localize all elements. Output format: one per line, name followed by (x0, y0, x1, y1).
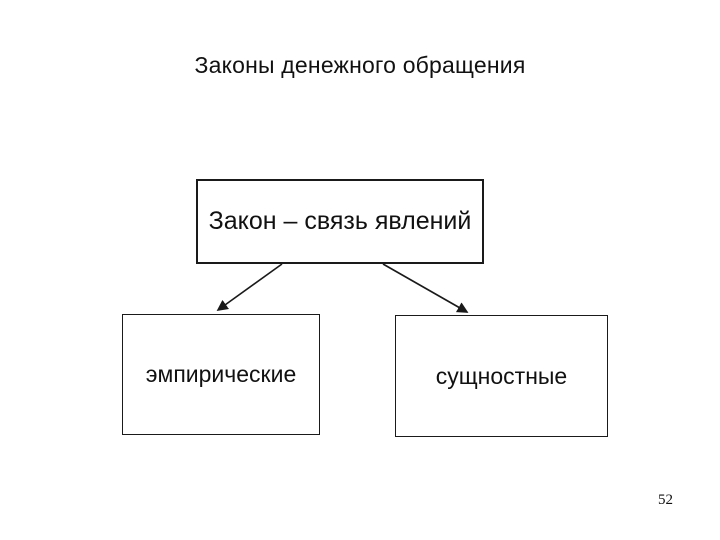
diagram-node-law-label: Закон – связь явлений (208, 207, 472, 235)
diagram-node-essential-label: сущностные (435, 362, 568, 389)
arrow-to-empirical (216, 263, 283, 311)
diagram-node-law: Закон – связь явлений (196, 179, 484, 264)
slide-page-number: 52 (658, 492, 673, 508)
arrow-to-essential (382, 263, 469, 313)
slide-title: Законы денежного обращения (194, 52, 526, 78)
diagram-node-essential: сущностные (395, 315, 608, 437)
diagram-node-empirical: эмпирические (122, 314, 320, 435)
diagram-node-empirical-label: эмпирические (145, 361, 297, 387)
